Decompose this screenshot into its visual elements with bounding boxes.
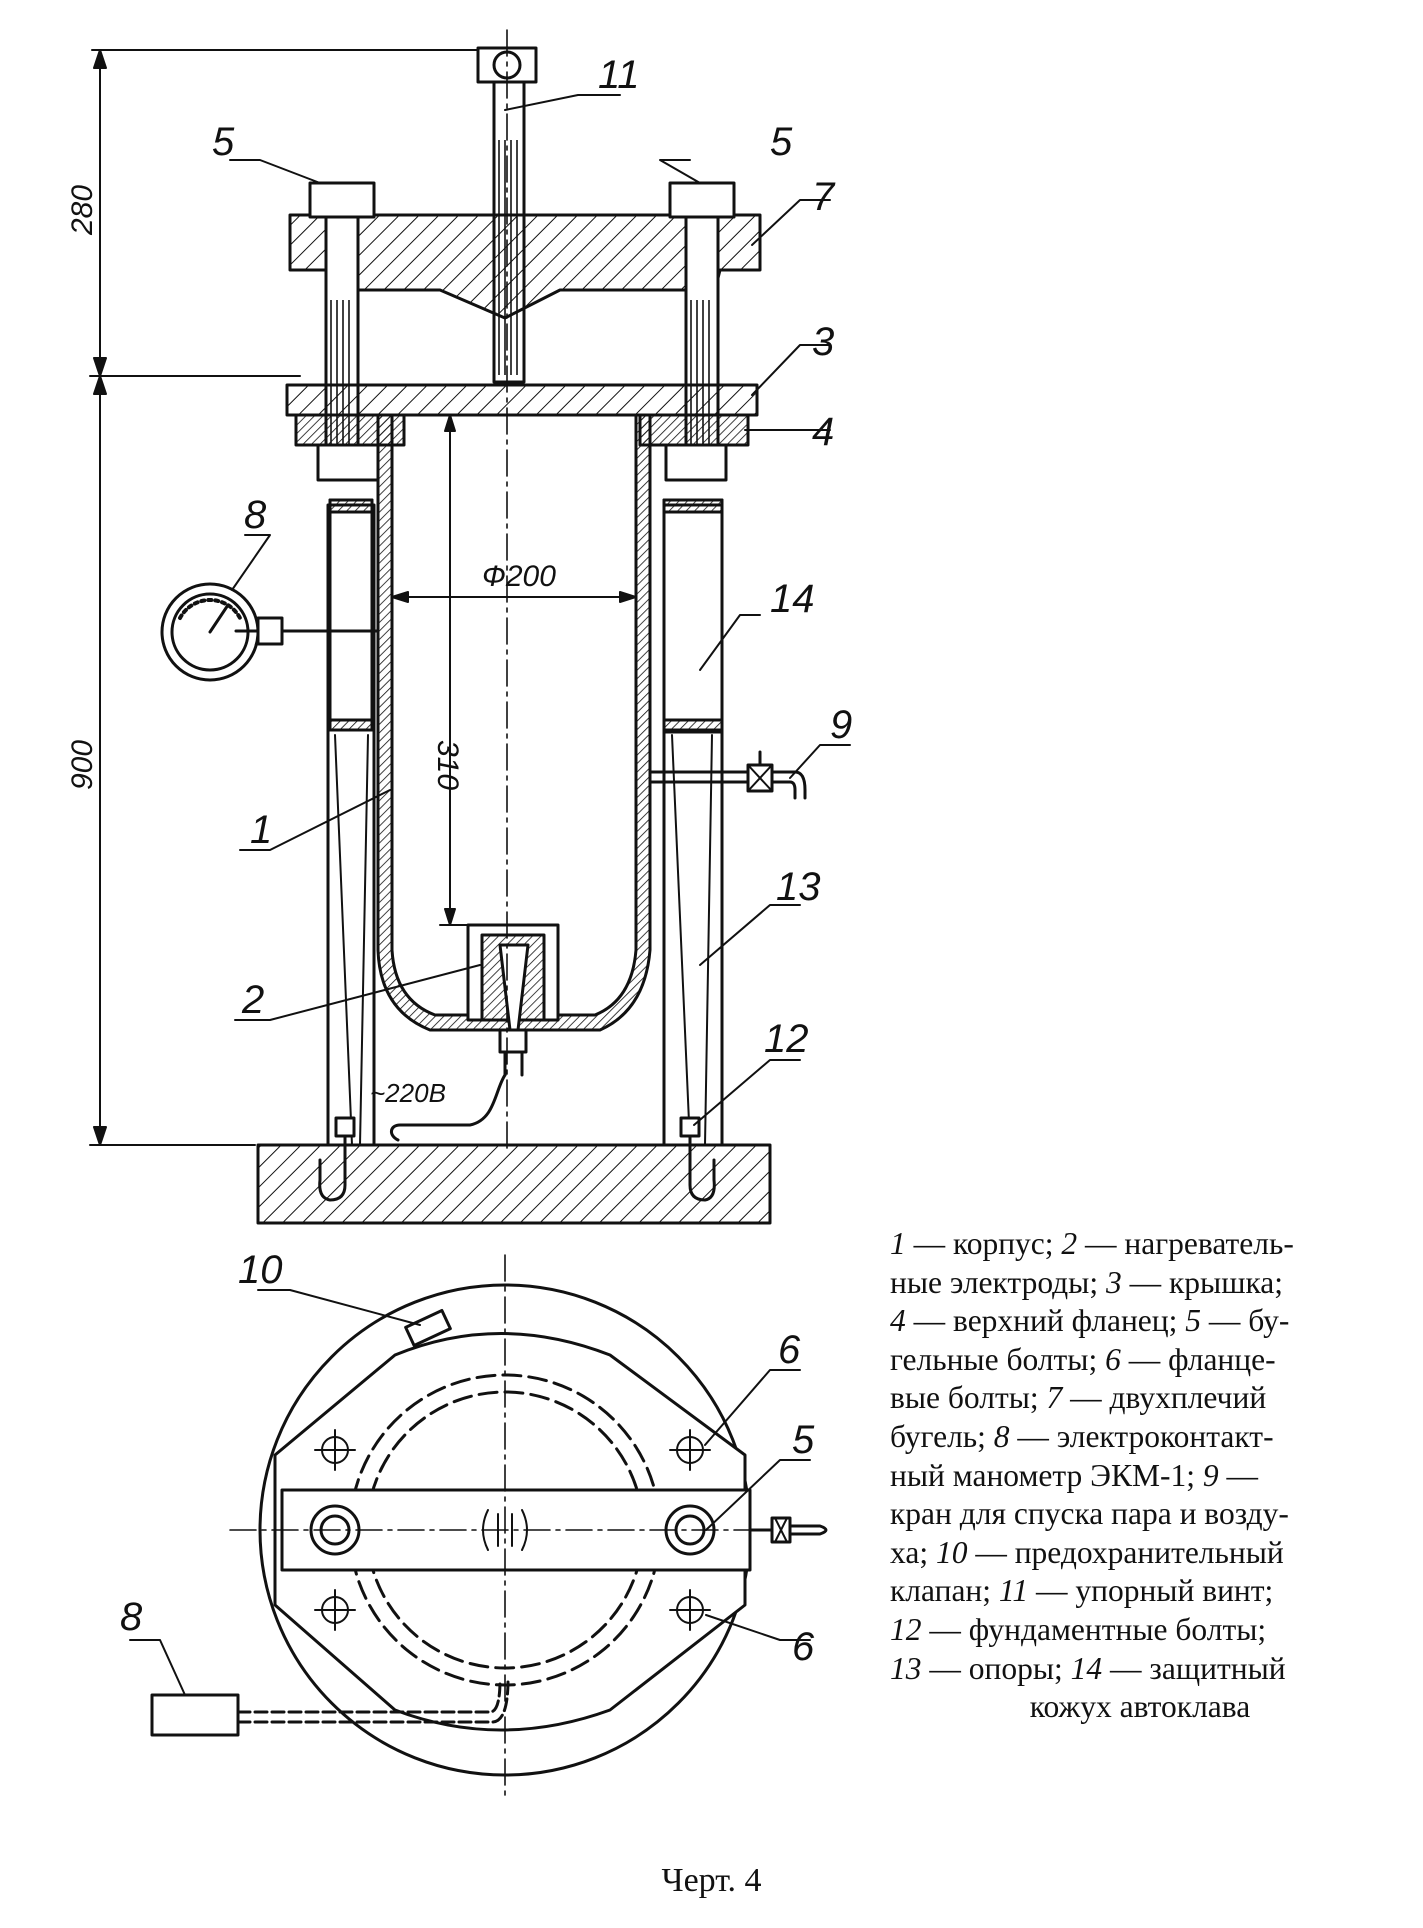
legend-number: 7 bbox=[1046, 1380, 1063, 1416]
callout-5-right: 5 bbox=[770, 120, 793, 164]
callout-5-left: 5 bbox=[212, 120, 235, 164]
legend-line: клапан; 11 — упорный винт; bbox=[890, 1572, 1370, 1611]
callout-1: 1 bbox=[250, 808, 272, 852]
dim-310: 310 bbox=[431, 740, 464, 790]
plan-view bbox=[150, 1254, 828, 1801]
legend-text: ные электроды; bbox=[890, 1264, 1106, 1300]
legend-line: 4 — верхний фланец; 5 — бу- bbox=[890, 1302, 1370, 1341]
figure-caption: Черт. 4 bbox=[661, 1862, 762, 1899]
legend-text: — защитный bbox=[1102, 1650, 1286, 1686]
legend-text: гельные болты; bbox=[890, 1341, 1106, 1377]
callout-6-bottom: 6 bbox=[792, 1625, 815, 1669]
legend-line: кожух автоклава bbox=[890, 1688, 1370, 1727]
foundation-bolts bbox=[318, 1116, 716, 1202]
heating-electrode bbox=[390, 923, 560, 1142]
callout-7: 7 bbox=[812, 175, 836, 219]
legend-number: 1 bbox=[890, 1226, 906, 1261]
protective-shroud bbox=[328, 498, 724, 734]
legend-number: 11 bbox=[998, 1573, 1029, 1609]
legend-text: — опоры; bbox=[921, 1650, 1071, 1686]
legend-text: — двухплечий bbox=[1062, 1380, 1267, 1416]
legend-text: — bbox=[1218, 1457, 1258, 1493]
dimension-lines bbox=[89, 49, 511, 1146]
drain-tap bbox=[648, 750, 807, 800]
legend-number: 5 bbox=[1185, 1303, 1202, 1339]
lid bbox=[285, 383, 759, 417]
dimension-labels: 280 900 Ф200 310 ~220В bbox=[66, 185, 556, 1108]
callout-5-plan: 5 bbox=[792, 1418, 815, 1462]
legend-number: 2 bbox=[1061, 1226, 1078, 1261]
legend-number: 3 bbox=[1105, 1264, 1122, 1300]
legend-text: — нагреватель- bbox=[1077, 1226, 1294, 1261]
legend-number: 13 bbox=[890, 1650, 922, 1686]
dim-280: 280 bbox=[66, 185, 99, 236]
leader-lines bbox=[129, 94, 851, 1696]
legend-line: ные электроды; 3 — крышка; bbox=[890, 1264, 1370, 1303]
legend-number: 12 bbox=[890, 1611, 922, 1647]
legend-text: — фланце- bbox=[1120, 1341, 1276, 1377]
legend-line: кран для спуска пара и возду- bbox=[890, 1495, 1370, 1534]
callout-6-top: 6 bbox=[778, 1328, 801, 1372]
manometer bbox=[160, 582, 380, 682]
legend-line: 13 — опоры; 14 — защитный bbox=[890, 1650, 1370, 1689]
legend-text: бугель; bbox=[890, 1418, 994, 1454]
callout-4: 4 bbox=[812, 410, 834, 454]
legend-text: — упорный винт; bbox=[1028, 1573, 1274, 1609]
legend-text: — корпус; bbox=[905, 1226, 1062, 1261]
callout-8-plan: 8 bbox=[120, 1595, 143, 1639]
legend-text: — электроконтакт- bbox=[1009, 1418, 1274, 1454]
legend: 1 — корпус; 2 — нагреватель-ные электрод… bbox=[890, 1225, 1370, 1727]
legend-number: 4 bbox=[890, 1303, 906, 1339]
legend-line: ха; 10 — предохранительный bbox=[890, 1534, 1370, 1573]
legend-number: 10 bbox=[935, 1534, 968, 1570]
callout-10: 10 bbox=[238, 1248, 283, 1292]
callout-13: 13 bbox=[776, 865, 821, 909]
legend-line: гельные болты; 6 — фланце- bbox=[890, 1341, 1370, 1380]
legend-text: ха; bbox=[890, 1534, 936, 1570]
legend-number: 8 bbox=[993, 1418, 1010, 1454]
internal-dimensions bbox=[391, 414, 637, 926]
legend-line: 12 — фундаментные болты; bbox=[890, 1611, 1370, 1650]
legend-line: вые болты; 7 — двухплечий bbox=[890, 1379, 1370, 1418]
callout-9: 9 bbox=[830, 703, 852, 747]
callout-3: 3 bbox=[812, 320, 834, 364]
dim-900: 900 bbox=[66, 740, 99, 790]
supports bbox=[326, 503, 724, 1147]
callout-12: 12 bbox=[764, 1017, 809, 1061]
legend-text: ный манометр ЭКМ-1; bbox=[890, 1457, 1203, 1493]
foundation bbox=[256, 1143, 772, 1225]
legend-text: — верхний фланец; bbox=[905, 1303, 1186, 1339]
legend-text: вые болты; bbox=[890, 1380, 1047, 1416]
callout-11: 11 bbox=[598, 53, 640, 97]
legend-line: бугель; 8 — электроконтакт- bbox=[890, 1418, 1370, 1457]
legend-text: кран для спуска пара и возду- bbox=[890, 1496, 1289, 1532]
legend-line: ный манометр ЭКМ-1; 9 — bbox=[890, 1457, 1370, 1496]
legend-number: 9 bbox=[1202, 1457, 1219, 1493]
callout-numbers: 5 5 11 7 3 4 8 14 9 1 13 2 12 10 6 5 6 8 bbox=[120, 53, 852, 1669]
legend-text: — бу- bbox=[1201, 1303, 1290, 1339]
voltage-label: ~220В bbox=[370, 1078, 446, 1108]
legend-text: — фундаментные болты; bbox=[921, 1611, 1267, 1647]
upper-flange bbox=[294, 413, 750, 482]
callout-8-side: 8 bbox=[244, 493, 267, 537]
legend-text: — предохранительный bbox=[967, 1534, 1284, 1570]
legend-text: — крышка; bbox=[1121, 1264, 1284, 1300]
legend-number: 6 bbox=[1105, 1341, 1121, 1377]
dim-diameter-200: Ф200 bbox=[482, 560, 556, 593]
callout-14: 14 bbox=[770, 577, 815, 621]
legend-line: 1 — корпус; 2 — нагреватель- bbox=[890, 1225, 1370, 1264]
legend-number: 14 bbox=[1070, 1650, 1103, 1686]
legend-text: клапан; bbox=[890, 1573, 999, 1609]
callout-2: 2 bbox=[241, 978, 264, 1022]
legend-text: кожух автоклава bbox=[1029, 1689, 1251, 1725]
